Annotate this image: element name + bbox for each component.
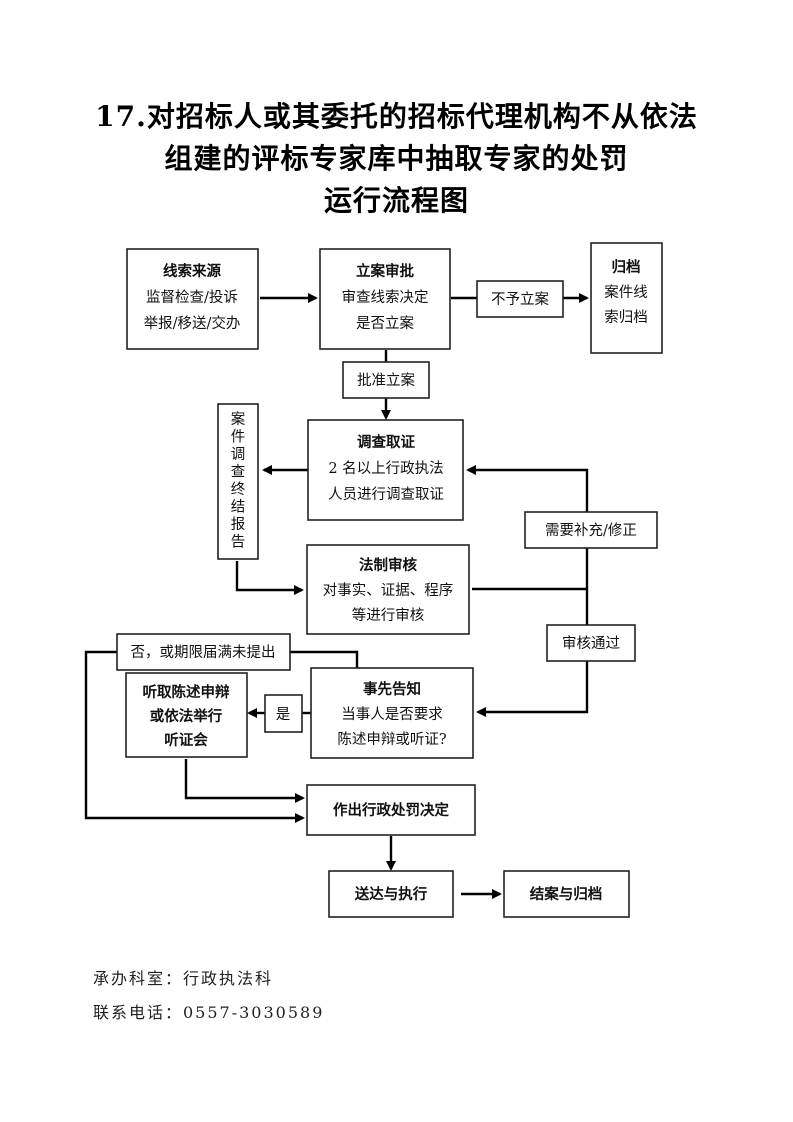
node-clue-source-line-1: 监督检查/投诉	[146, 289, 238, 306]
label-review-passed-text: 审核通过	[562, 635, 620, 652]
node-investigation-title: 调查取证	[357, 433, 415, 451]
label-approve-filing-text: 批准立案	[357, 371, 415, 389]
node-final-report-char: 调	[231, 446, 246, 463]
page-title-line-2: 组建的评标专家库中抽取专家的处罚	[164, 142, 629, 175]
node-prior-notice: 事先告知 当事人是否要求 陈述申辩或听证?	[310, 667, 474, 759]
node-closure-title: 结案与归档	[530, 885, 603, 903]
node-delivery: 送达与执行	[328, 870, 454, 918]
node-hearing-line-2: 或依法举行	[150, 707, 223, 725]
node-penalty-decision-title: 作出行政处罚决定	[333, 801, 449, 819]
node-archive: 归档 案件线 索归档	[590, 242, 663, 354]
node-clue-source-line-2: 举报/移送/交办	[144, 314, 241, 332]
edge-report-to-review	[235, 561, 304, 595]
node-filing-approval: 立案审批 审查线索决定 是否立案	[319, 248, 451, 350]
node-prior-notice-title: 事先告知	[363, 680, 421, 698]
page-title-line-1: 17.对招标人或其委托的招标代理机构不从依法	[95, 100, 698, 133]
label-need-supplement-text: 需要补充/修正	[545, 522, 637, 539]
node-legal-review-line-1: 对事实、证据、程序	[323, 582, 454, 599]
node-legal-review: 法制审核 对事实、证据、程序 等进行审核	[306, 544, 470, 635]
node-penalty-decision: 作出行政处罚决定	[306, 784, 476, 836]
node-legal-review-line-2: 等进行审核	[352, 606, 425, 624]
label-need-supplement: 需要补充/修正	[524, 511, 658, 549]
node-investigation-line-2: 人员进行调查取证	[328, 486, 444, 503]
node-filing-approval-line-1: 审查线索决定	[342, 289, 429, 306]
node-final-report-char: 报	[231, 516, 246, 533]
node-final-report-text: 案件调查终结报告	[231, 410, 246, 551]
node-hearing-line-1: 听取陈述申辩	[143, 683, 230, 701]
label-no-or-expired: 否，或期限届满未提出	[116, 633, 291, 671]
node-final-report: 案件调查终结报告	[217, 403, 259, 560]
label-approve-filing: 批准立案	[342, 361, 430, 399]
node-closure: 结案与归档	[503, 870, 630, 918]
node-prior-notice-line-1: 当事人是否要求	[341, 706, 443, 723]
node-investigation-line-1: 2 名以上行政执法	[328, 460, 443, 477]
node-delivery-title: 送达与执行	[354, 885, 428, 903]
node-filing-approval-title: 立案审批	[356, 262, 414, 280]
label-no-or-expired-text: 否，或期限届满未提出	[131, 644, 276, 661]
node-hearing-line-3: 听证会	[164, 731, 208, 749]
label-review-passed: 审核通过	[546, 624, 636, 662]
node-hearing: 听取陈述申辩 或依法举行 听证会	[125, 672, 248, 758]
node-final-report-char: 终	[231, 481, 246, 498]
node-archive-title: 归档	[612, 258, 641, 276]
footer-phone: 联系电话：0557-3030589	[93, 1003, 325, 1022]
node-final-report-char: 件	[231, 429, 246, 446]
node-filing-approval-line-2: 是否立案	[356, 314, 414, 332]
node-clue-source: 线索来源 监督检查/投诉 举报/移送/交办	[126, 248, 259, 350]
label-no-filing: 不予立案	[476, 280, 564, 318]
page-title-line-3: 运行流程图	[323, 184, 469, 217]
node-final-report-char: 查	[231, 464, 246, 481]
node-archive-line-1: 案件线	[604, 283, 648, 301]
edge-no-label-to-decision	[84, 650, 305, 823]
label-yes-text: 是	[276, 707, 291, 723]
footer-department: 承办科室：行政执法科	[93, 969, 274, 988]
node-archive-line-2: 索归档	[604, 309, 648, 326]
node-final-report-char: 结	[231, 499, 246, 516]
edge-passed-to-notice	[476, 661, 589, 717]
label-yes: 是	[264, 694, 303, 733]
edges	[84, 293, 589, 899]
edge-hearing-to-decision	[184, 759, 305, 803]
node-investigation: 调查取证 2 名以上行政执法 人员进行调查取证	[307, 419, 464, 521]
node-clue-source-title: 线索来源	[163, 262, 221, 280]
node-final-report-char: 告	[231, 534, 246, 551]
edge-notice-to-no-label	[290, 650, 359, 668]
node-legal-review-title: 法制审核	[359, 556, 417, 574]
node-final-report-char: 案	[231, 410, 246, 428]
node-prior-notice-line-2: 陈述申辩或听证?	[337, 730, 446, 748]
label-no-filing-text: 不予立案	[491, 290, 549, 308]
edge-supplement-to-investigation	[466, 465, 589, 512]
